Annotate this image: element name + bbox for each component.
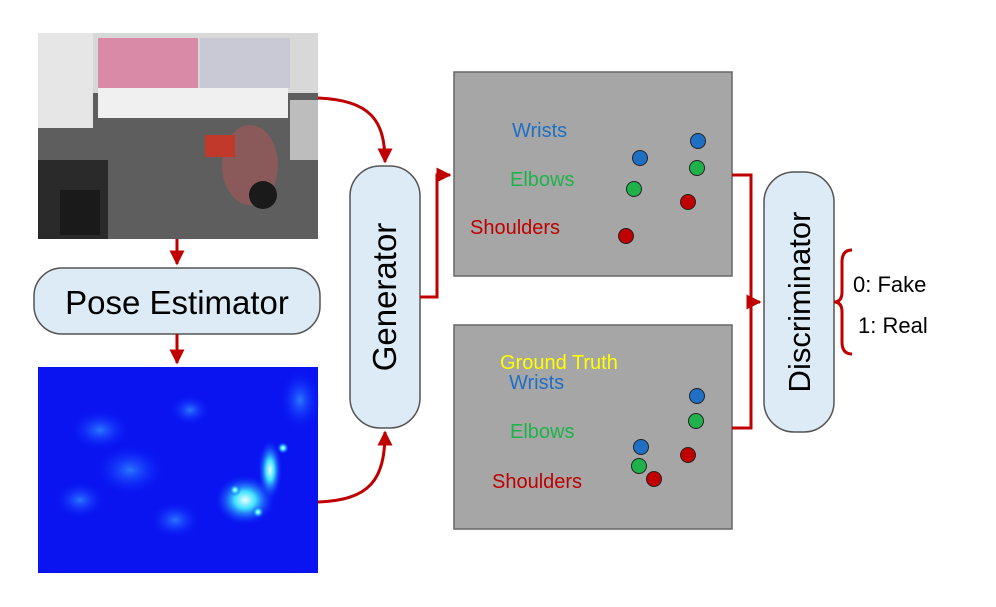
camera-photo — [38, 33, 318, 239]
generated-wrist-point — [632, 150, 648, 166]
generated-elbow-point — [689, 160, 705, 176]
ground-truth-wrist-point — [689, 388, 705, 404]
generated-elbows-label: Elbows — [510, 169, 574, 191]
ground-truth-elbow-point — [688, 413, 704, 429]
output-brace — [833, 248, 853, 356]
ground-truth-wrist-point — [633, 439, 649, 455]
generator-label: Generator — [366, 223, 403, 372]
ground-truth-title: Ground Truth — [500, 352, 618, 374]
arrow-heatmap-to-generator — [317, 430, 393, 504]
arrow-generator-to-generated-panel — [420, 167, 452, 299]
generated-shoulders-label: Shoulders — [470, 217, 560, 239]
ground-truth-shoulder-point — [646, 471, 662, 487]
arrow-photo-to-generator — [317, 96, 393, 164]
discriminator-label: Discriminator — [782, 212, 817, 393]
ground-truth-wrists-label: Wrists — [509, 372, 564, 394]
connectors — [169, 96, 762, 504]
line-generated-panel-to-merge — [732, 173, 753, 430]
generated-wrist-point — [690, 133, 706, 149]
ground-truth-panel: Ground Truth Wrists Elbows Shoulders — [453, 324, 733, 530]
ground-truth-shoulder-point — [680, 447, 696, 463]
output-real-label: 1: Real — [858, 313, 928, 338]
ground-truth-elbows-label: Elbows — [510, 421, 574, 443]
output-fake-label: 0: Fake — [853, 272, 926, 297]
generated-elbow-point — [626, 181, 642, 197]
ground-truth-elbow-point — [631, 458, 647, 474]
generated-shoulder-point — [618, 228, 634, 244]
ground-truth-shoulders-label: Shoulders — [492, 471, 582, 493]
pose-heatmap — [38, 367, 320, 573]
pose-estimator-label: Pose Estimator — [65, 284, 289, 321]
generated-wrists-label: Wrists — [512, 120, 567, 142]
generated-pose-panel: Wrists Elbows Shoulders — [453, 71, 733, 277]
generated-shoulder-point — [680, 194, 696, 210]
